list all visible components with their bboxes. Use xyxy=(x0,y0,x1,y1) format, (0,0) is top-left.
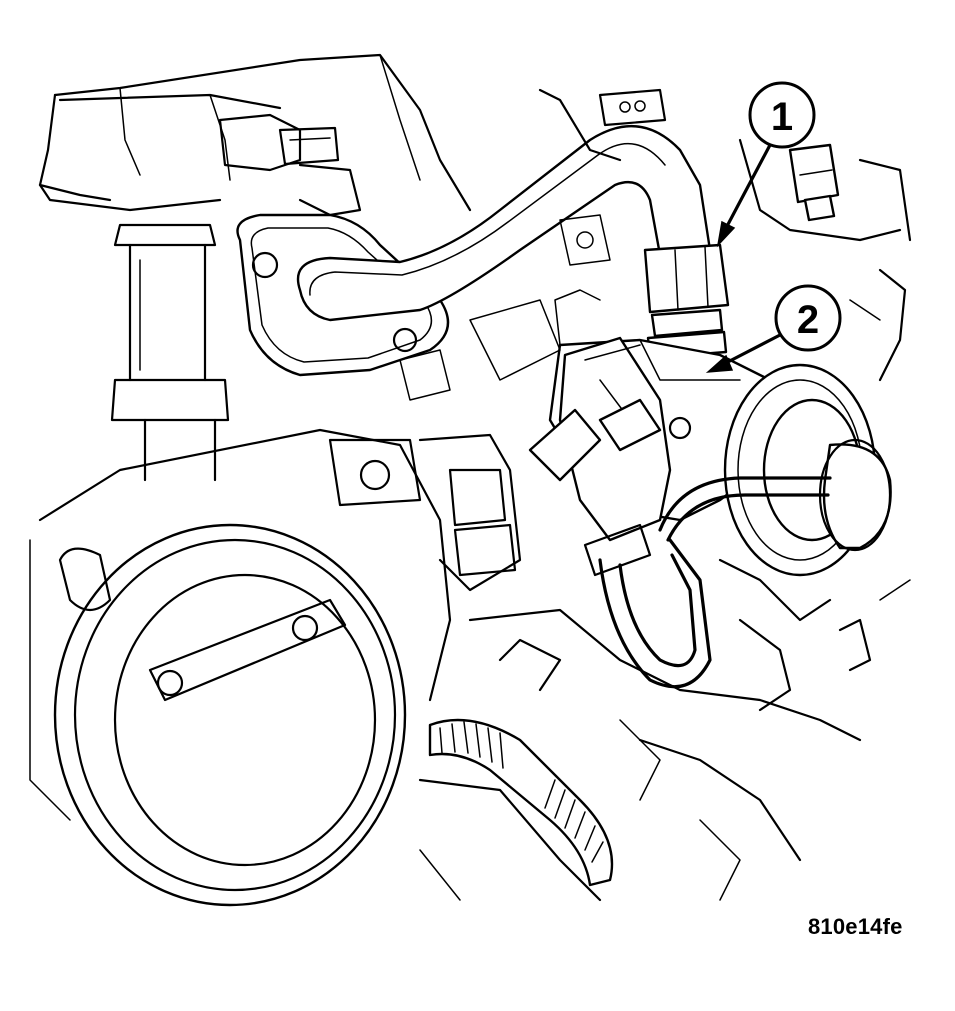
vertical-tube xyxy=(110,223,230,482)
callout-2-circle xyxy=(774,284,842,352)
tube-fitting xyxy=(643,243,730,360)
callout-2: 2 xyxy=(705,284,842,373)
callout-1-number: 1 xyxy=(771,95,793,139)
figure-id-label: 810e14fe xyxy=(808,914,903,939)
upper-right-connector xyxy=(538,88,912,382)
throttle-body xyxy=(29,428,452,907)
intake-manifold xyxy=(38,53,472,217)
engine-block-lower xyxy=(418,558,911,902)
wiring-harness xyxy=(428,718,614,887)
callout-1-circle xyxy=(748,81,816,149)
callout-2-number: 2 xyxy=(797,298,819,342)
mid-bracket xyxy=(399,299,561,592)
solenoid-connector xyxy=(528,336,672,577)
vacuum-hose xyxy=(598,476,832,689)
egr-tube xyxy=(296,124,712,322)
vacuum-canister xyxy=(723,363,892,577)
callout-1: 1 xyxy=(716,81,816,248)
